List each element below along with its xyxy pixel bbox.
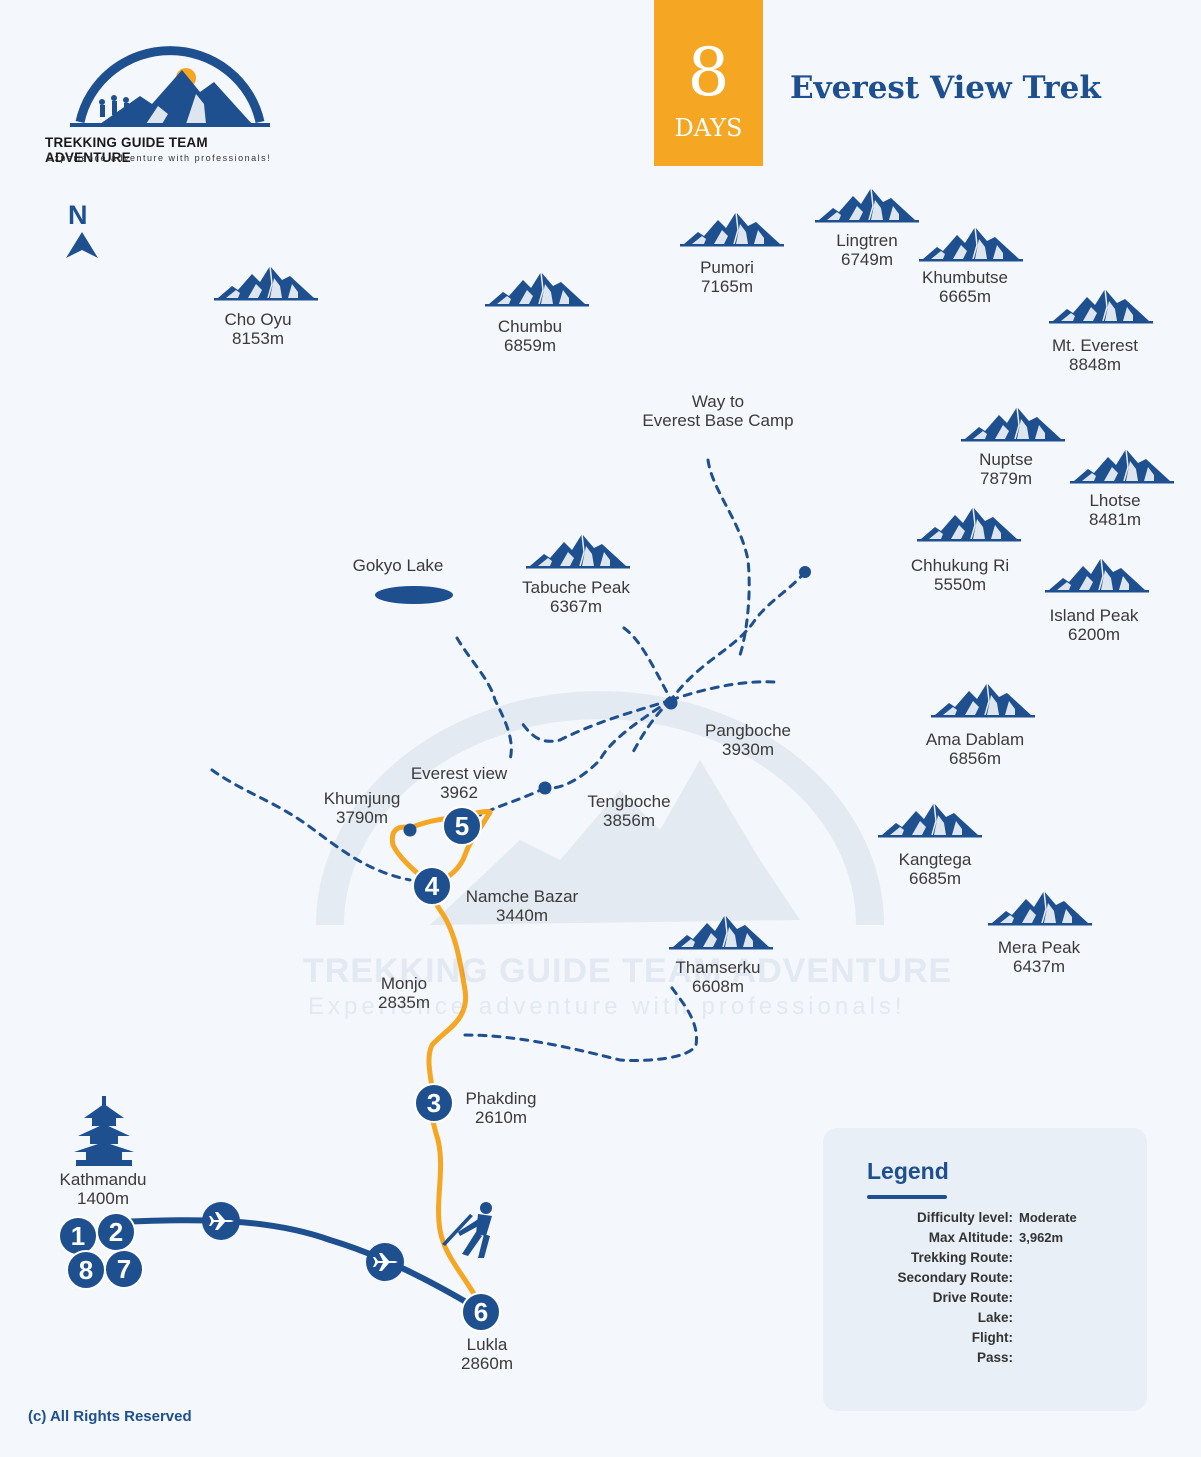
legend-panel: Legend Difficulty level: Moderate Max Al… (823, 1128, 1147, 1411)
stop-marker-7: 7 (104, 1249, 144, 1289)
mountain-icon (916, 506, 1022, 543)
mountain-icon (960, 406, 1066, 443)
mountain-icon (877, 802, 983, 839)
legend-title: Legend (867, 1158, 949, 1184)
legend-row-secondary: Secondary Route: (897, 1270, 1013, 1285)
mountain-icon (484, 271, 590, 308)
hiker-icon (442, 1202, 492, 1258)
legend-row-trekking: Trekking Route: (910, 1250, 1013, 1265)
stop-marker-8: 8 (66, 1250, 106, 1290)
copyright-text: (c) All Rights Reserved (28, 1408, 192, 1425)
mountain-icon (987, 890, 1093, 927)
place-label-gokyo-lake: Gokyo Lake (352, 556, 444, 575)
plane-icon-2 (366, 1243, 404, 1281)
mountain-icon (679, 211, 785, 248)
north-label: N (68, 200, 88, 230)
stop-marker-3: 3 (414, 1083, 454, 1123)
north-arrow-icon (66, 232, 98, 258)
legend-row-altitude: Max Altitude: 3,962m (928, 1230, 1064, 1245)
stop-marker-5: 5 (442, 806, 482, 846)
mountain-icon (930, 682, 1036, 719)
legend-row-flight: Flight: (971, 1330, 1013, 1345)
mountain-icon (525, 533, 631, 570)
watermark-logo (316, 691, 884, 926)
village-dots (403, 566, 811, 837)
days-badge: 8 DAYS (654, 0, 763, 166)
logo-tagline: Experience adventure with professionals! (47, 153, 272, 163)
flight-route (114, 1217, 485, 1315)
watermark-name: TREKKING GUIDE TEAM ADVENTURE (303, 952, 953, 990)
mountain-icon (1069, 448, 1175, 485)
logo-mark (70, 46, 270, 127)
legend-row-pass: Pass: (976, 1350, 1013, 1365)
days-label: DAYS (674, 114, 743, 142)
gokyo-lake-shape (375, 586, 453, 604)
stop-marker-2: 2 (96, 1212, 136, 1252)
days-number: 8 (687, 34, 730, 111)
legend-row-drive: Drive Route: (932, 1290, 1013, 1305)
mountain-icon (918, 226, 1024, 263)
mountain-icon (1044, 557, 1150, 594)
logo-name: TREKKING GUIDE TEAM ADVENTURE (45, 135, 208, 165)
mountain-icon (814, 187, 920, 224)
trek-title: Everest View Trek (790, 70, 1101, 106)
stop-marker-6: 6 (461, 1292, 501, 1332)
mountain-icon (213, 265, 319, 302)
stop-marker-4: 4 (412, 866, 452, 906)
plane-icon-1 (202, 1202, 240, 1240)
legend-row-difficulty: Difficulty level: Moderate (916, 1210, 1077, 1225)
watermark-tagline: Experience adventure with professionals! (308, 993, 906, 1020)
mountain-icon (1048, 288, 1154, 325)
pagoda-icon (74, 1096, 134, 1166)
legend-row-lake: Lake: (977, 1310, 1013, 1325)
legend-underline (867, 1195, 947, 1199)
